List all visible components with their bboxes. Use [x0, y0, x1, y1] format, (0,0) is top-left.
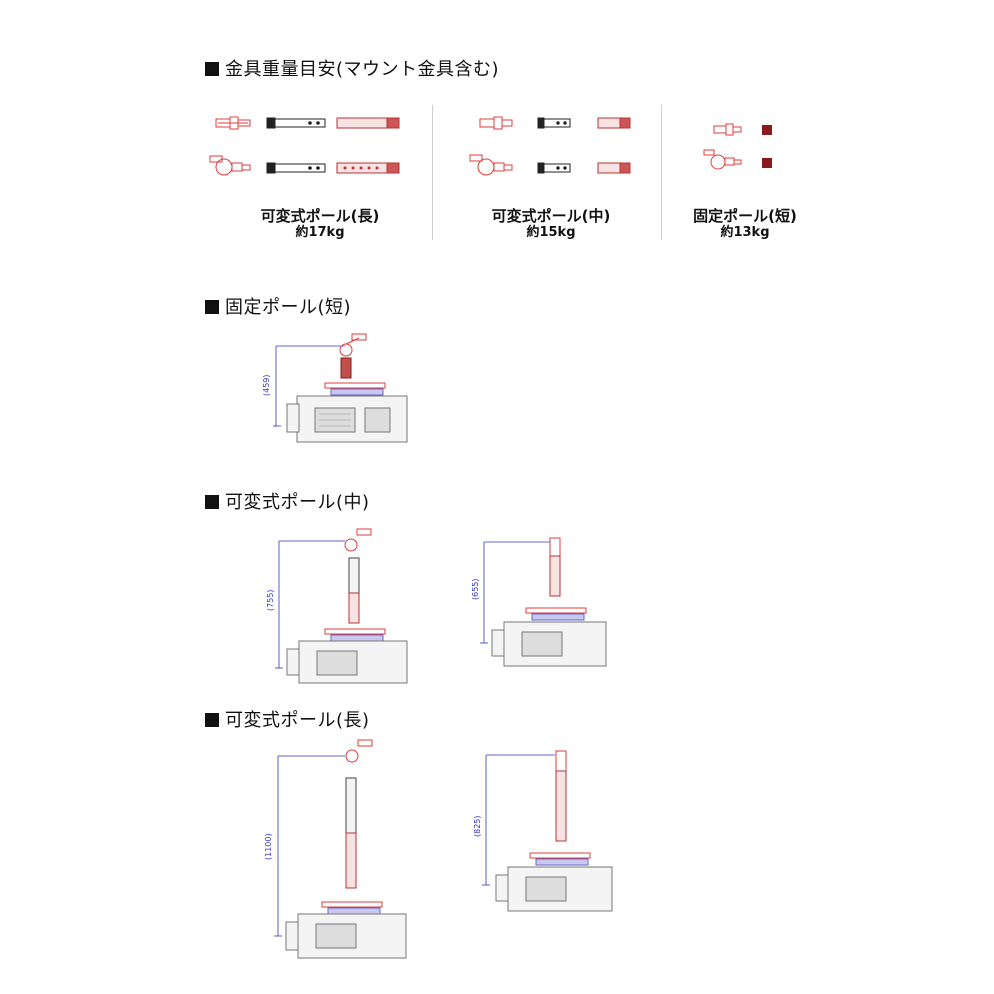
pole-weight-label: 約15kg [526, 225, 576, 240]
weight-caption: 可変式ポール(中) 約15kg [492, 207, 611, 241]
short-pole-drawing: (459) [262, 333, 408, 443]
group-divider [432, 105, 433, 240]
weight-caption: 可変式ポール(長) 約17kg [261, 207, 380, 241]
middle-pole-drawing-with-clamp: (755) [266, 528, 408, 684]
middle-pole-parts-figure [469, 116, 631, 176]
weight-guide-heading: 金具重量目安(マウント金具含む) [205, 55, 499, 81]
middle-pole-drawing-direct: (655) [471, 537, 607, 667]
pole-type-label: 固定ポール(短) [693, 207, 797, 225]
long-pole-heading-text: 可変式ポール(長) [225, 710, 370, 731]
dimension-label: (655) [471, 578, 480, 600]
weight-guide-heading-text: 金具重量目安(マウント金具含む) [225, 59, 500, 80]
square-bullet-icon [205, 495, 219, 509]
pole-weight-label: 約17kg [295, 225, 345, 240]
pole-type-label: 可変式ポール(長) [260, 207, 380, 225]
dimension-label: (755) [266, 589, 275, 611]
group-divider [661, 105, 662, 240]
long-pole-drawing-direct: (825) [473, 750, 613, 912]
middle-pole-heading: 可変式ポール(中) [205, 488, 370, 514]
short-pole-heading-text: 固定ポール(短) [225, 297, 352, 318]
square-bullet-icon [205, 713, 219, 727]
pole-weight-label: 約13kg [720, 225, 770, 240]
weight-caption: 固定ポール(短) 約13kg [693, 207, 797, 241]
short-pole-heading: 固定ポール(短) [205, 293, 351, 319]
short-pole-parts-figure [703, 123, 772, 170]
long-pole-drawing-with-clamp: (1100) [264, 739, 407, 959]
square-bullet-icon [205, 62, 219, 76]
square-bullet-icon [205, 300, 219, 314]
dimension-label: (459) [262, 374, 271, 396]
long-pole-parts-figure [209, 116, 400, 176]
dimension-label: (825) [473, 815, 482, 837]
long-pole-heading: 可変式ポール(長) [205, 706, 370, 732]
pole-type-label: 可変式ポール(中) [491, 207, 611, 225]
middle-pole-heading-text: 可変式ポール(中) [225, 492, 370, 513]
dimension-label: (1100) [264, 833, 273, 860]
